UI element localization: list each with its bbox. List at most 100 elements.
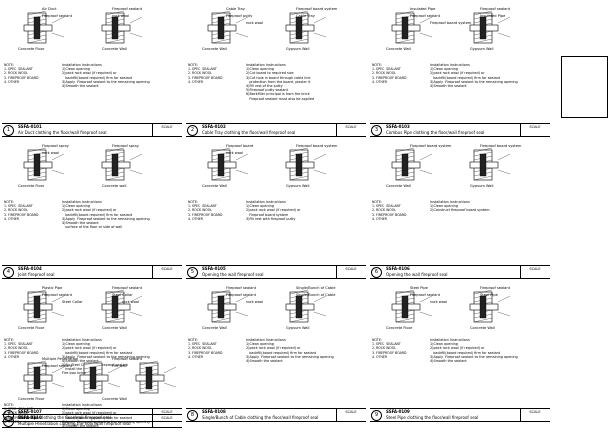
detail-code: SSFA-0110 (18, 415, 42, 420)
detail-title: Opening the wall fireproof seal (386, 272, 448, 277)
detail-drawing (391, 10, 511, 44)
callout-label: Fireproof spray (112, 144, 139, 148)
legend-notes: NOTE: 1. SPEC SEALANT 2. ROCK WOOL 3. FI… (188, 63, 223, 84)
callout-label: Fireproof sealant (42, 293, 73, 297)
callout-label: Fireproof board (226, 144, 254, 148)
callout-label: Concrete wall (102, 184, 127, 188)
detail-code: SSFA-0108 (202, 409, 226, 414)
callout-label: Gypsum Wall (470, 184, 494, 188)
callout-label: rock wool (430, 300, 448, 304)
callout-label: Concrete Floor (386, 326, 413, 330)
installation-instructions: Installation Instructions 1)Clean openin… (246, 63, 315, 101)
detail-number: 1 (3, 125, 14, 136)
detail-drawing (391, 147, 511, 181)
callout-label: Concrete Wall (470, 326, 495, 330)
callout-label: Fireproof sealant (226, 293, 257, 297)
detail-title: Air Duct clothing the floor/wall firepro… (18, 130, 107, 135)
detail-number: 3 (371, 125, 382, 136)
callout-label: Gypsum Wall (286, 184, 310, 188)
detail-code: SSFA-0109 (386, 409, 410, 414)
callout-label: Fireproof board system (410, 144, 452, 148)
callout-label: Steel Collar (112, 293, 133, 297)
callout-label: Insulated Pipe (410, 7, 436, 11)
detail-drawing (23, 10, 143, 44)
callout-label: Concrete Wall (386, 47, 411, 51)
scale-label: SCALE (336, 266, 365, 278)
callout-label: Single/Bunch of Cable (296, 293, 336, 297)
callout-label: Fireproof sealant (480, 286, 511, 290)
detail-code: SSFA-0107 (18, 409, 42, 414)
callout-label: rock wool (226, 151, 244, 155)
scale-label: SCALE (152, 266, 181, 278)
callout-label: Fireproof sealant (112, 286, 143, 290)
detail-code: SSFA-0105 (202, 266, 226, 271)
legend-notes: NOTE: 1. SPEC SEALANT 2. ROCK WOOL 3. FI… (4, 63, 39, 84)
legend-notes: NOTE: 1. SPEC SEALANT 2. ROCK WOOL 3. FI… (372, 338, 407, 359)
legend-notes: NOTE: 1. SPEC SEALANT 2. ROCK WOOL 3. FI… (4, 338, 39, 359)
installation-instructions: Installation Instructions 1)Clean openin… (62, 403, 150, 429)
callout-label: Fireproof board system (430, 21, 472, 25)
callout-label: Fireproof board system (480, 144, 522, 148)
detail-title: Steel Pipe clothing the floor/wall firep… (386, 415, 479, 420)
detail-number: 2 (187, 125, 198, 136)
callout-label: rock wool (246, 21, 264, 25)
callout-label: Concrete Wall (202, 184, 227, 188)
callout-label: Fireproof putty (226, 14, 253, 18)
callout-label: rock wool (112, 14, 130, 18)
scale-label: SCALE (336, 124, 365, 136)
callout-label: Steel Pipe (480, 293, 498, 297)
callout-label: Air Duct (42, 7, 57, 11)
callout-label: Fireproof sealant (112, 7, 143, 11)
detail-drawing (207, 147, 327, 181)
callout-label: Fireproof sealant (410, 14, 441, 18)
callout-label: Steel Collar (62, 300, 83, 304)
callout-label: Fireproof spray (42, 144, 69, 148)
callout-label: Concrete Floor (18, 47, 45, 51)
scale-label: SCALE (520, 409, 549, 421)
detail-title: Multiple Penetration clothing the floor/… (18, 421, 131, 426)
callout-label: Steel Pipe (410, 286, 428, 290)
callout-label: Cable Tray (226, 7, 245, 11)
callout-label: Concrete Wall (202, 326, 227, 330)
callout-label: rock wool (246, 300, 264, 304)
callout-label: Fireproof sealant (112, 357, 143, 361)
detail-drawing (23, 147, 143, 181)
callout-label: Fireproof sealant (480, 7, 511, 11)
callout-label: Single/Bunch of Cable (296, 286, 336, 290)
callout-label: Concrete Floor (18, 397, 45, 401)
detail-number: 6 (371, 267, 382, 278)
detail-number: 10 (3, 416, 14, 427)
installation-instructions: Installation Instructions 1)Clean openin… (246, 338, 334, 364)
callout-label: Concrete Floor (18, 326, 45, 330)
side-title-block (561, 56, 608, 118)
detail-title: Metal Pipe clothing the floor/wall firep… (18, 415, 112, 420)
legend-notes: NOTE: 1. SPEC SEALANT 2. ROCK WOOL 3. FI… (4, 200, 39, 221)
callout-label: rock wool (122, 300, 140, 304)
detail-number: 5 (187, 267, 198, 278)
callout-label: rock wool (42, 151, 60, 155)
detail-title: Single/Bunch of Cable clothing the floor… (202, 415, 319, 420)
callout-label: Plastic Pipe (42, 286, 63, 290)
detail-drawing (391, 289, 511, 323)
callout-label: Concrete Wall (202, 47, 227, 51)
detail-title: Opening the wall fireproof seal (202, 272, 264, 277)
callout-label: Gypsum Wall (286, 47, 310, 51)
legend-notes: NOTE: 1. SPEC SEALANT 2. ROCK WOOL 3. FI… (188, 200, 223, 221)
callout-label: Concrete Floor (18, 184, 45, 188)
callout-label: Fireproof sealant (410, 293, 441, 297)
